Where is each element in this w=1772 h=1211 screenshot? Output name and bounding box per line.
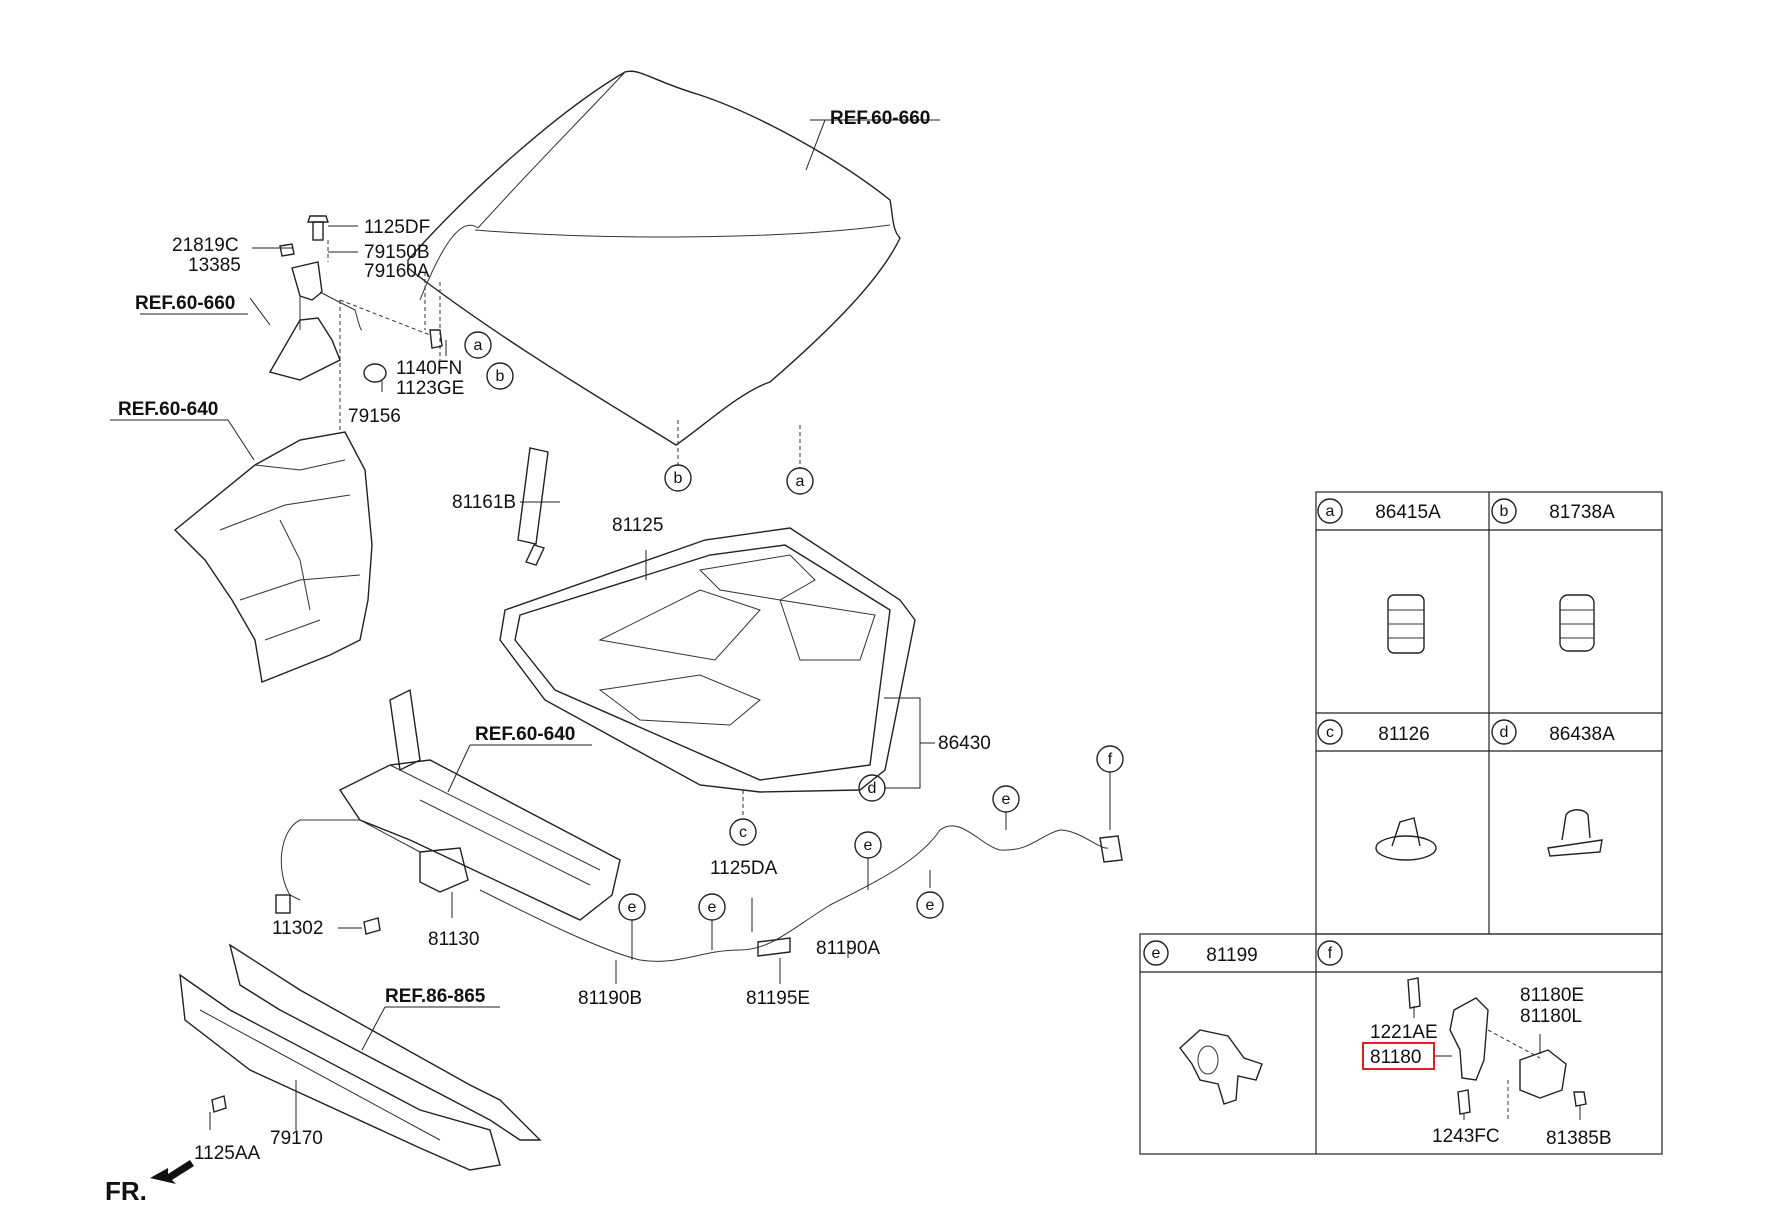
label-81161B: 81161B	[452, 492, 516, 513]
label-79150B: 79150B	[364, 242, 430, 263]
release-handle-assembly	[1407, 977, 1587, 1120]
front-label: FR.	[105, 1176, 147, 1206]
insulator-leaders	[645, 550, 935, 818]
legend-cell-c: c 81126	[1317, 719, 1437, 861]
legend-table: a 86415A b 81738A c 81126	[1139, 491, 1663, 1155]
callout-f-cable: f	[1096, 745, 1124, 773]
callout-a-hood-front: a	[786, 467, 814, 495]
label-81180L: 81180L	[1520, 1006, 1582, 1027]
legend-cell-f: f 1221AE 81180E 81180L 811	[1317, 940, 1612, 1149]
ref-hood-label: REF.60-660	[830, 108, 930, 129]
callout-b-hood-left: b	[486, 362, 514, 390]
cell-f-leaders	[1413, 1006, 1581, 1120]
bumper-ref-leader	[361, 1006, 500, 1051]
cable-leaders	[615, 772, 1111, 984]
callout-e-cable-3: e	[854, 831, 882, 859]
legend-letter: e	[1152, 945, 1161, 962]
callout-d-insulator: d	[858, 774, 886, 802]
callout-b-letter: b	[674, 470, 683, 487]
hood-latch	[275, 819, 469, 935]
label-81190B: 81190B	[578, 988, 642, 1009]
grommet-icon	[1387, 594, 1425, 654]
callout-b-letter: b	[496, 368, 505, 385]
label-81180E: 81180E	[1520, 985, 1584, 1006]
label-13385: 13385	[188, 255, 241, 276]
bumper-stop-icon	[1559, 594, 1595, 652]
label-1140FN: 1140FN	[396, 358, 462, 379]
callout-c-letter: c	[739, 824, 747, 841]
label-1123GE: 1123GE	[396, 378, 464, 399]
callout-a-letter: a	[796, 473, 805, 490]
label-11302: 11302	[272, 918, 323, 939]
front-direction-arrow: FR.	[105, 1160, 194, 1206]
label-21819C: 21819C	[172, 235, 239, 256]
legend-letter: d	[1500, 724, 1509, 741]
label-1125AA: 1125AA	[194, 1143, 261, 1164]
callout-e-letter: e	[1002, 791, 1011, 808]
hinge-leaders	[140, 225, 447, 392]
callout-c-insulator: c	[729, 818, 757, 846]
callout-a-letter: a	[474, 337, 483, 354]
legend-cell-d: d 86438A	[1491, 719, 1615, 857]
callout-b-hood-front: b	[664, 464, 692, 492]
callout-e-letter: e	[708, 899, 717, 916]
label-81190A: 81190A	[816, 938, 880, 959]
label-1125DA: 1125DA	[710, 858, 778, 879]
legend-part-86415A: 86415A	[1375, 502, 1441, 523]
legend-letter: f	[1328, 945, 1333, 962]
callout-e-letter: e	[926, 897, 935, 914]
legend-part-86438A: 86438A	[1549, 724, 1615, 745]
callout-e-cable-1: e	[618, 893, 646, 921]
cable-clip-icon	[1179, 1029, 1263, 1105]
callout-e-cable-2: e	[698, 893, 726, 921]
ref-hinge-label: REF.60-660	[135, 293, 235, 314]
highlight-81180	[1362, 1042, 1435, 1070]
push-clip-icon	[1547, 809, 1603, 857]
label-81195E: 81195E	[746, 988, 810, 1009]
label-79156: 79156	[348, 406, 401, 427]
support-ref-leader	[447, 744, 592, 793]
ref-fender-label: REF.60-640	[118, 399, 218, 420]
legend-cell-a: a 86415A	[1317, 498, 1441, 654]
legend-part-81126: 81126	[1378, 724, 1429, 745]
ref-support-label: REF.60-640	[475, 724, 575, 745]
hood-insulator	[499, 527, 916, 793]
legend-part-81738A: 81738A	[1549, 502, 1615, 523]
gas-strut	[517, 447, 560, 566]
legend-cell-b: b 81738A	[1491, 498, 1615, 652]
bumper-beam	[179, 943, 542, 1171]
callout-d-letter: d	[868, 780, 877, 797]
callout-f-letter: f	[1108, 751, 1113, 768]
label-1125DF: 1125DF	[364, 217, 430, 238]
label-81130: 81130	[428, 929, 479, 950]
label-81180: 81180	[1370, 1047, 1421, 1068]
hood-leader-lines	[424, 119, 940, 468]
hood-hinge-assembly	[268, 215, 443, 430]
callout-e-cable-4: e	[916, 891, 944, 919]
legend-letter: a	[1326, 503, 1335, 520]
callout-e-letter: e	[628, 899, 637, 916]
hood-panel	[407, 70, 901, 446]
callout-e-letter: e	[864, 837, 873, 854]
fender-ref-leader	[110, 419, 255, 461]
callout-e-cable-5: e	[992, 785, 1020, 813]
label-81125: 81125	[612, 515, 663, 536]
legend-cell-e: e 81199	[1143, 940, 1263, 1105]
ref-bumper-label: REF.86-865	[385, 986, 486, 1007]
label-86430: 86430	[938, 733, 991, 754]
legend-letter: b	[1500, 503, 1509, 520]
release-cable	[479, 825, 1123, 962]
legend-letter: c	[1326, 724, 1334, 741]
radiator-support	[338, 688, 621, 921]
label-79160A: 79160A	[364, 261, 430, 282]
label-1221AE: 1221AE	[1370, 1022, 1438, 1043]
clip-icon	[1375, 817, 1437, 861]
legend-part-81199: 81199	[1206, 945, 1257, 966]
label-81385B: 81385B	[1546, 1128, 1612, 1149]
fender-apron	[173, 431, 373, 683]
callout-a-hood-left: a	[464, 331, 492, 359]
label-79170: 79170	[270, 1128, 323, 1149]
label-1243FC: 1243FC	[1432, 1126, 1500, 1147]
